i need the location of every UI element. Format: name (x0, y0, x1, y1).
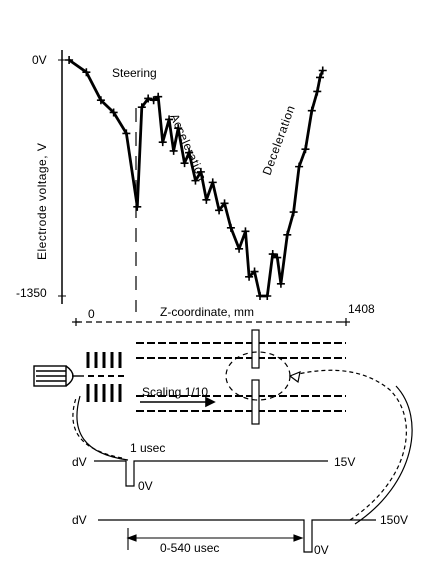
pulse2-delay: 0-540 usec (160, 541, 219, 555)
data-point (301, 145, 310, 154)
electrode-schematic: Scaling 1/10 (33, 329, 413, 525)
data-point (109, 108, 118, 117)
x-axis-label: Z-coordinate, mm (160, 305, 254, 319)
data-point (174, 124, 183, 133)
scaling-label: Scaling 1/10 (142, 385, 208, 399)
data-point (263, 292, 272, 300)
data-point (250, 267, 259, 276)
data-point (165, 115, 174, 124)
data-point (316, 73, 324, 82)
data-point (318, 66, 327, 75)
chart: 0V -1350 Electrode voltage, V 0 1408 Z-c… (16, 50, 375, 326)
x-tick-label-0: 0 (88, 307, 95, 321)
data-point (289, 208, 298, 217)
data-point (220, 199, 229, 208)
zoom-arrow (288, 369, 413, 525)
data-point (313, 87, 322, 96)
pulse1-dv: dV (72, 455, 87, 469)
x-tick-label-1: 1408 (348, 302, 375, 316)
pulse2-low: 0V (314, 543, 329, 557)
data-point (245, 272, 254, 281)
data-point (268, 250, 277, 259)
data-point (202, 195, 211, 204)
data-point (196, 167, 205, 176)
data-point (235, 244, 244, 253)
y-tick-label-1: -1350 (16, 286, 47, 300)
y-tick-label-0: 0V (32, 53, 47, 67)
data-point (96, 96, 105, 105)
data-point (144, 94, 153, 103)
annotation-deceleration: Deceleration (260, 103, 298, 177)
data-point (149, 96, 158, 105)
steering-grid (86, 352, 124, 402)
data-point (82, 68, 91, 77)
pulse2-dv: dV (72, 513, 87, 527)
scaling-arrow (140, 396, 216, 408)
y-axis-label: Electrode voltage, V (35, 143, 49, 260)
data-point (137, 103, 146, 112)
data-point (241, 227, 250, 236)
data-point (226, 223, 235, 232)
pulse1-high: 15V (334, 455, 355, 469)
data-point (273, 253, 282, 262)
data-point (208, 178, 217, 187)
pulse2-high: 150V (380, 513, 408, 527)
data-point (283, 230, 292, 239)
data-point (295, 162, 304, 171)
source-pulse-arrow (72, 395, 129, 461)
data-point (307, 106, 316, 115)
ion-source (33, 365, 84, 387)
deflection-plates (251, 329, 260, 425)
pulse1-width: 1 usec (130, 441, 165, 455)
x-axis-right-marker (342, 318, 350, 326)
data-point (180, 159, 189, 168)
data-point (133, 202, 142, 211)
data-point (191, 176, 200, 185)
pulse2-trace (98, 519, 376, 553)
series-markers (65, 56, 327, 300)
data-point (122, 129, 131, 138)
data-point (185, 148, 194, 157)
pulse-1: dV 1 usec 0V 15V (72, 441, 355, 493)
data-point (256, 292, 264, 300)
data-point (276, 279, 285, 288)
series-line (68, 58, 325, 298)
data-point (158, 138, 167, 147)
pulse1-low: 0V (138, 479, 153, 493)
electrode-rows (136, 342, 346, 412)
data-point (154, 92, 163, 101)
data-point (65, 56, 74, 64)
x-axis-left-marker (72, 318, 80, 326)
pulse1-trace (94, 460, 328, 487)
data-point (215, 206, 224, 215)
pulse-2: dV 0V 150V 0-540 usec (72, 513, 408, 557)
data-point (169, 146, 178, 155)
annotation-steering: Steering (112, 66, 157, 80)
delay-span (126, 528, 304, 550)
